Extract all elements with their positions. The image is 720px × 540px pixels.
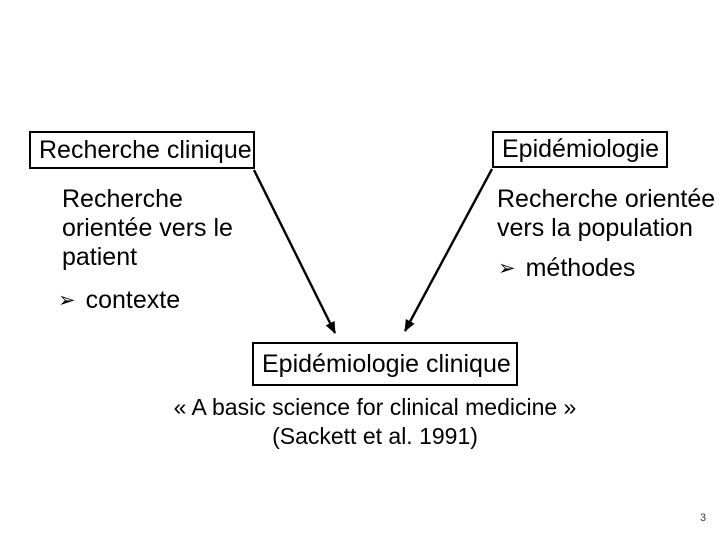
- left-column-text: Recherche orientée vers le patient: [62, 185, 233, 272]
- quote-text: « A basic science for clinical medicine …: [173, 394, 577, 420]
- arrow-right-to-center: [403, 168, 494, 332]
- right-bullet-item: ➢ méthodes: [498, 254, 635, 283]
- left-bullet-label: contexte: [85, 286, 181, 314]
- node-epidemiologie-label: Epidémiologie: [502, 135, 660, 163]
- quote-citation: (Sackett et al. 1991): [272, 423, 478, 449]
- node-epidemiologie-clinique: Epidémiologie clinique: [252, 342, 518, 386]
- right-column-line: vers la population: [497, 214, 693, 242]
- left-column-line: orientée vers le: [62, 214, 233, 242]
- node-recherche-clinique: Recherche clinique: [29, 131, 255, 169]
- arrow-bullet-icon: ➢: [498, 256, 516, 280]
- right-column-text: Recherche orientée vers la population: [497, 185, 715, 243]
- left-column-line: patient: [62, 243, 138, 271]
- right-column-line: Recherche orientée: [497, 185, 716, 213]
- arrow-bullet-icon: ➢: [58, 288, 76, 312]
- arrow-left-to-center: [252, 169, 337, 334]
- left-bullet-item: ➢ contexte: [58, 286, 180, 315]
- right-bullet-label: méthodes: [525, 254, 636, 282]
- node-recherche-clinique-label: Recherche clinique: [39, 135, 252, 164]
- node-epidemiologie-clinique-label: Epidémiologie clinique: [262, 349, 511, 378]
- left-column-line: Recherche: [62, 185, 183, 213]
- node-epidemiologie: Epidémiologie: [492, 131, 668, 168]
- page-number: 3: [700, 512, 707, 524]
- quote-block: « A basic science for clinical medicine …: [30, 393, 720, 451]
